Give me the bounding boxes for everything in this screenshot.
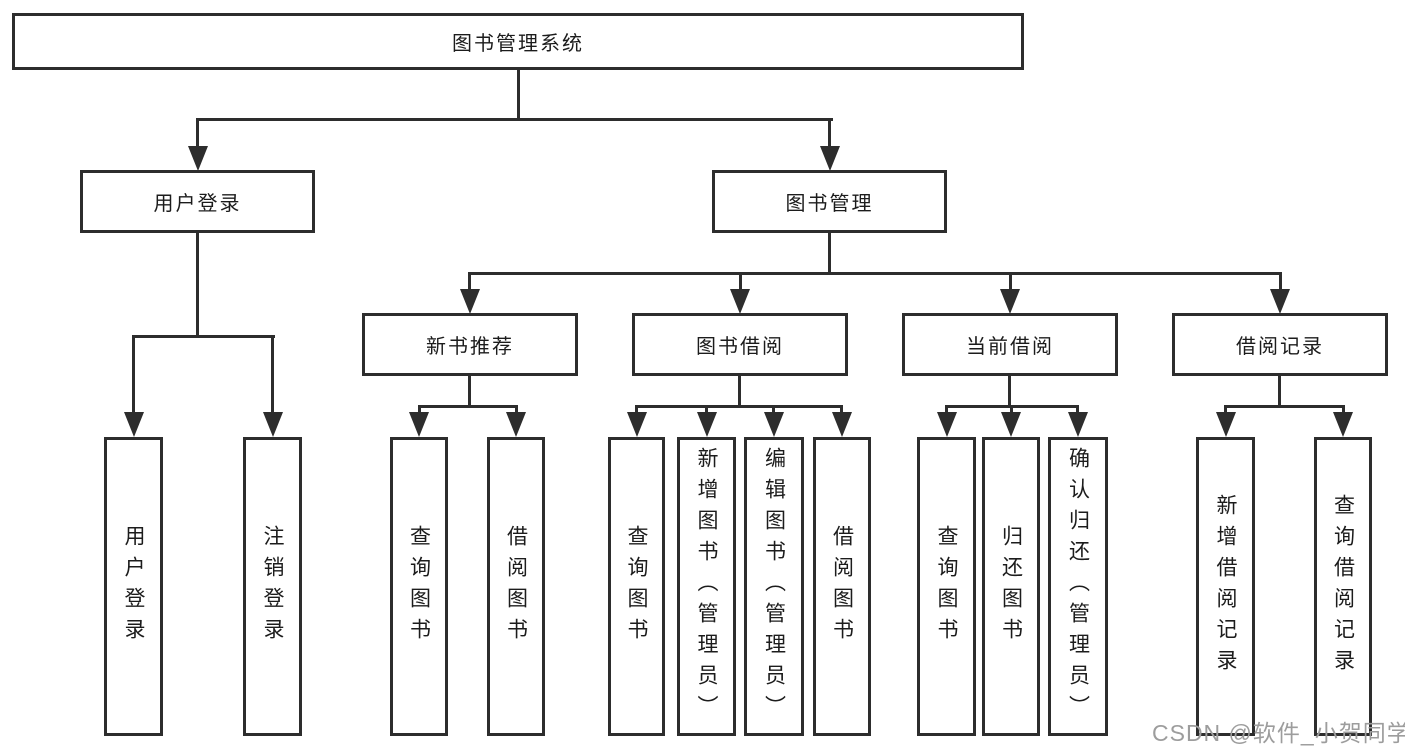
connector-leaf — [705, 405, 708, 415]
arrowhead-icon — [1001, 412, 1021, 437]
connector-records-bus — [1224, 405, 1345, 408]
leaf-borrow-books-2-label: 借阅图书 — [830, 524, 854, 649]
connector-leaf — [1010, 405, 1013, 415]
connector-current-drop — [1008, 376, 1011, 408]
connector-book-bus — [468, 272, 1282, 275]
arrowhead-icon — [1270, 289, 1290, 314]
connector-to-borrow-records — [1279, 272, 1282, 292]
arrowhead-icon — [820, 146, 840, 171]
leaf-query-books-1: 查询图书 — [390, 437, 448, 736]
connector-user-bus — [132, 335, 275, 338]
arrowhead-icon — [263, 412, 283, 437]
arrowhead-icon — [937, 412, 957, 437]
connector-records-drop — [1278, 376, 1281, 408]
node-user-login-branch: 用户登录 — [80, 170, 315, 233]
arrowhead-icon — [460, 289, 480, 314]
node-current-borrowing-label: 当前借阅 — [966, 336, 1054, 358]
node-book-management-branch: 图书管理 — [712, 170, 947, 233]
leaf-borrow-books-2: 借阅图书 — [813, 437, 871, 736]
node-book-borrowing: 图书借阅 — [632, 313, 848, 376]
leaf-add-borrow-record: 新增借阅记录 — [1196, 437, 1255, 736]
node-new-book-recommend: 新书推荐 — [362, 313, 578, 376]
connector-book-drop — [828, 233, 831, 275]
connector-leaf — [840, 405, 843, 415]
arrowhead-icon — [409, 412, 429, 437]
leaf-query-books-1-label: 查询图书 — [407, 524, 431, 649]
connector-leaf — [945, 405, 948, 415]
node-borrowing-records: 借阅记录 — [1172, 313, 1388, 376]
arrowhead-icon — [1216, 412, 1236, 437]
arrowhead-icon — [764, 412, 784, 437]
leaf-return-books-label: 归还图书 — [999, 524, 1023, 649]
csdn-watermark: CSDN @软件_小贺同学 — [1152, 720, 1405, 746]
connector-to-new-books — [468, 272, 471, 292]
leaf-user-login-label: 用户登录 — [122, 524, 145, 649]
node-user-login-branch-label: 用户登录 — [153, 193, 242, 215]
leaf-query-books-3-label: 查询图书 — [935, 524, 958, 649]
arrowhead-icon — [188, 146, 208, 171]
leaf-edit-books-admin-label: 编辑图书（管理员） — [762, 447, 786, 726]
leaf-query-books-2-label: 查询图书 — [625, 524, 648, 649]
leaf-borrow-books-1-label: 借阅图书 — [504, 524, 528, 649]
arrowhead-icon — [730, 289, 750, 314]
node-new-book-recommend-label: 新书推荐 — [426, 336, 514, 358]
leaf-return-books: 归还图书 — [982, 437, 1040, 736]
node-root-label: 图书管理系统 — [452, 33, 584, 55]
leaf-query-borrow-record-label: 查询借阅记录 — [1331, 493, 1355, 680]
node-book-management-branch-label: 图书管理 — [785, 193, 874, 215]
node-book-borrowing-label: 图书借阅 — [696, 336, 784, 358]
connector-to-current-borrow — [1009, 272, 1012, 292]
connector-to-book-mgmt — [828, 118, 831, 149]
arrowhead-icon — [124, 412, 144, 437]
arrowhead-icon — [1068, 412, 1088, 437]
connector-to-user-login — [196, 118, 199, 149]
leaf-add-books-admin-label: 新增图书（管理员） — [695, 447, 718, 726]
leaf-logout-label: 注销登录 — [261, 524, 284, 649]
connector-borrowing-bus — [635, 405, 843, 408]
connector-leaf — [772, 405, 775, 415]
connector-to-login-leaf — [132, 335, 135, 415]
arrowhead-icon — [697, 412, 717, 437]
leaf-edit-books-admin: 编辑图书（管理员） — [744, 437, 804, 736]
connector-leaf — [635, 405, 638, 415]
connector-newbooks-bus — [418, 405, 518, 408]
connector-user-drop — [196, 233, 199, 338]
connector-leaf — [1342, 405, 1345, 415]
leaf-borrow-books-1: 借阅图书 — [487, 437, 545, 736]
connector-to-logout-leaf — [271, 335, 274, 415]
leaf-user-login: 用户登录 — [104, 437, 163, 736]
arrowhead-icon — [506, 412, 526, 437]
node-root-library-system: 图书管理系统 — [12, 13, 1024, 70]
connector-leaf — [515, 405, 518, 415]
leaf-query-books-2: 查询图书 — [608, 437, 665, 736]
node-current-borrowing: 当前借阅 — [902, 313, 1118, 376]
node-borrowing-records-label: 借阅记录 — [1236, 336, 1324, 358]
leaf-add-borrow-record-label: 新增借阅记录 — [1214, 493, 1237, 680]
connector-to-book-borrow — [739, 272, 742, 292]
connector-root-drop — [517, 70, 520, 121]
leaf-add-books-admin: 新增图书（管理员） — [677, 437, 736, 736]
arrowhead-icon — [1333, 412, 1353, 437]
leaf-confirm-return-admin-label: 确认归还（管理员） — [1066, 447, 1090, 726]
arrowhead-icon — [627, 412, 647, 437]
connector-borrowing-drop — [738, 376, 741, 408]
connector-leaf — [418, 405, 421, 415]
arrowhead-icon — [832, 412, 852, 437]
arrowhead-icon — [1000, 289, 1020, 314]
leaf-query-borrow-record: 查询借阅记录 — [1314, 437, 1372, 736]
leaf-query-books-3: 查询图书 — [917, 437, 976, 736]
leaf-confirm-return-admin: 确认归还（管理员） — [1048, 437, 1108, 736]
connector-leaf — [1076, 405, 1079, 415]
connector-newbooks-drop — [468, 376, 471, 408]
connector-level1-bus — [196, 118, 833, 121]
leaf-logout: 注销登录 — [243, 437, 302, 736]
connector-leaf — [1224, 405, 1227, 415]
